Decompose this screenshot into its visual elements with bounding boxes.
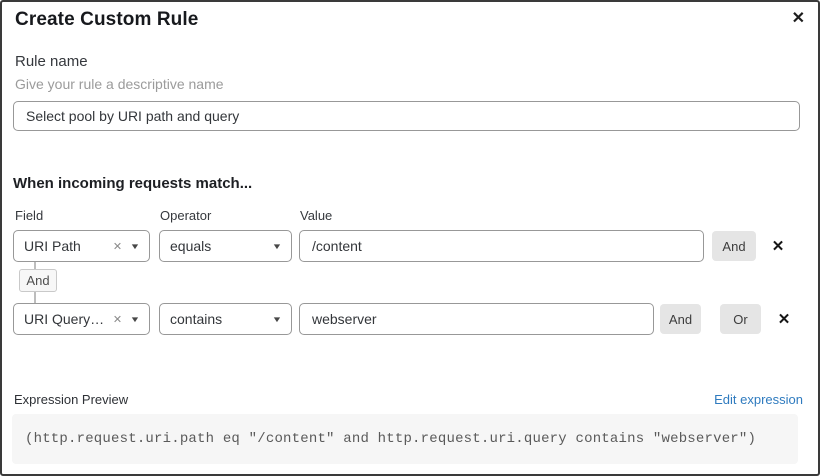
column-label-operator: Operator bbox=[160, 208, 212, 223]
close-icon[interactable]: ✕ bbox=[791, 10, 805, 27]
row2-field-clear-icon[interactable]: ✕ bbox=[112, 313, 123, 326]
row2-operator-value: contains bbox=[170, 311, 223, 327]
row2-operator-chevron-down-icon: ▼ bbox=[271, 314, 283, 324]
expression-code: (http.request.uri.path eq "/content" and… bbox=[25, 431, 757, 447]
rule-name-input[interactable] bbox=[13, 101, 800, 131]
connector-line-top bbox=[34, 262, 36, 269]
row2-field-select[interactable]: URI Query St... ✕ ▼ bbox=[13, 303, 150, 335]
connector-and-badge: And bbox=[19, 269, 57, 292]
connector-line-bottom bbox=[34, 292, 36, 303]
row2-field-chevron-down-icon: ▼ bbox=[129, 314, 141, 324]
row1-delete-icon[interactable]: ✕ bbox=[771, 238, 785, 255]
match-section-heading: When incoming requests match... bbox=[13, 175, 253, 192]
row1-value-input[interactable] bbox=[299, 230, 704, 262]
column-label-field: Field bbox=[15, 208, 44, 223]
row1-field-value: URI Path bbox=[24, 238, 81, 254]
edit-expression-link[interactable]: Edit expression bbox=[714, 392, 803, 407]
row2-or-button[interactable]: Or bbox=[720, 304, 761, 334]
row1-field-clear-icon[interactable]: ✕ bbox=[112, 240, 123, 253]
column-label-value: Value bbox=[300, 208, 333, 223]
row2-and-button[interactable]: And bbox=[660, 304, 701, 334]
row2-value-input[interactable] bbox=[299, 303, 654, 335]
row1-operator-value: equals bbox=[170, 238, 212, 254]
row1-field-chevron-down-icon: ▼ bbox=[129, 241, 141, 251]
row1-operator-chevron-down-icon: ▼ bbox=[271, 241, 283, 251]
row1-field-select[interactable]: URI Path ✕ ▼ bbox=[13, 230, 150, 262]
row1-operator-select[interactable]: equals ▼ bbox=[159, 230, 292, 262]
rule-name-label: Rule name bbox=[15, 53, 88, 70]
dialog-title: Create Custom Rule bbox=[15, 9, 199, 30]
row2-delete-icon[interactable]: ✕ bbox=[777, 311, 791, 328]
rule-name-helper: Give your rule a descriptive name bbox=[15, 76, 224, 92]
expression-preview-label: Expression Preview bbox=[14, 392, 129, 407]
row2-field-value: URI Query St... bbox=[24, 311, 107, 327]
row2-operator-select[interactable]: contains ▼ bbox=[159, 303, 292, 335]
row1-and-button[interactable]: And bbox=[712, 231, 756, 261]
expression-preview-box: (http.request.uri.path eq "/content" and… bbox=[12, 414, 798, 464]
